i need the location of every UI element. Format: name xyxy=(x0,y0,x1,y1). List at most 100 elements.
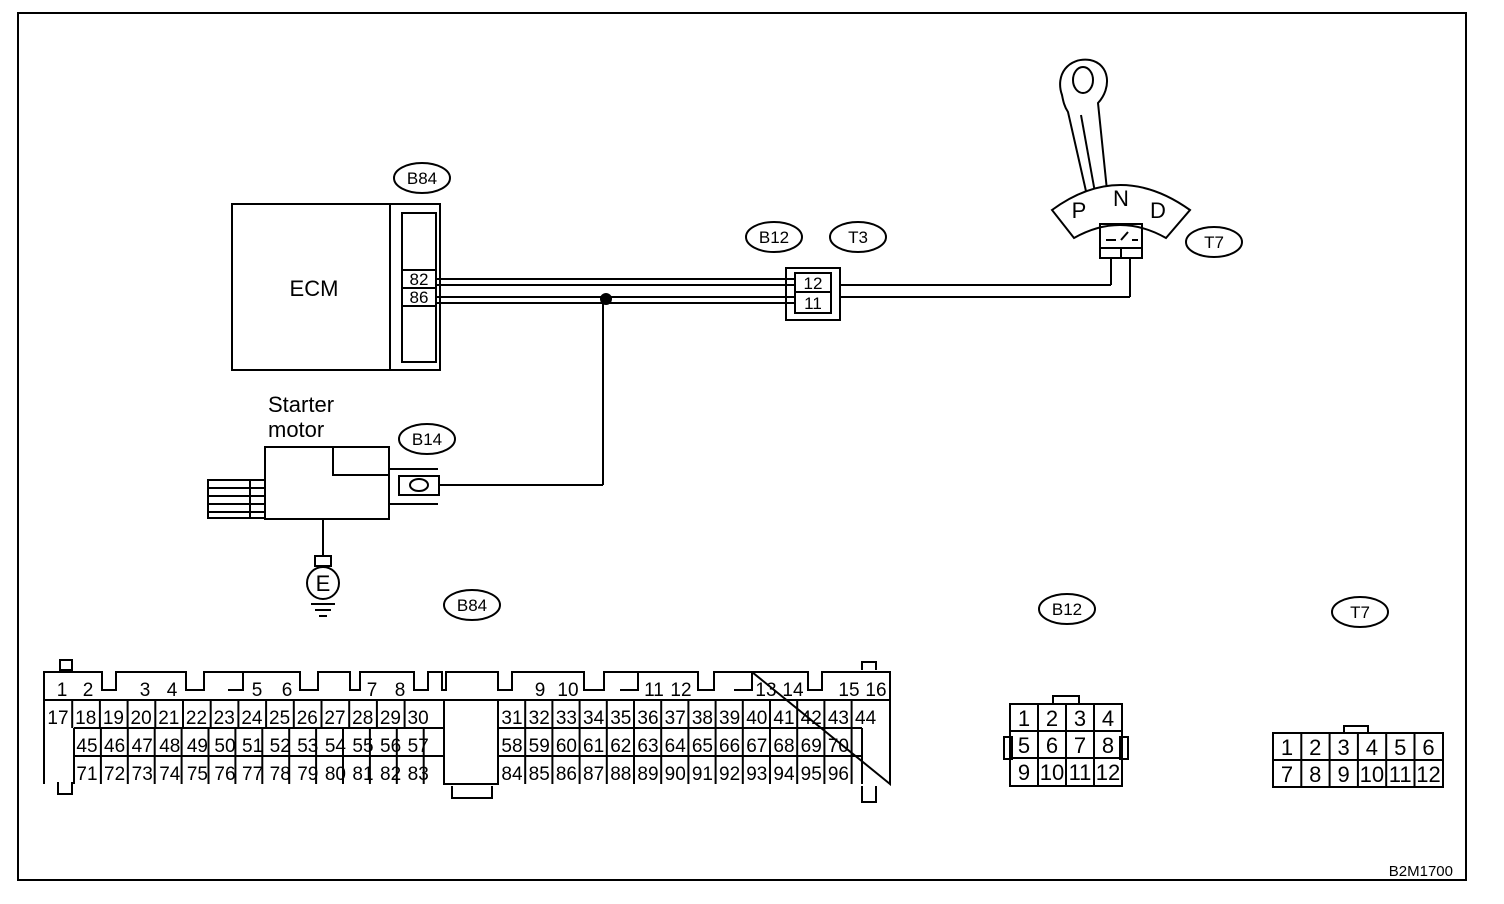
pin-number: 20 xyxy=(131,708,152,729)
pin-number: 4 xyxy=(1366,735,1378,760)
pin-number: 62 xyxy=(610,736,631,757)
pin-number: 28 xyxy=(352,708,373,729)
pin-number: 21 xyxy=(158,708,179,729)
pin-number: 57 xyxy=(408,736,429,757)
pin-number: 82 xyxy=(380,764,401,785)
pin-number: 1 xyxy=(57,680,68,701)
pin-number: 39 xyxy=(719,708,740,729)
t7-tag: T7 xyxy=(1185,226,1243,258)
ecm-unit: ECM 82 86 xyxy=(231,203,441,371)
pin-number: 6 xyxy=(282,680,293,701)
ecm-pin-86: 86 xyxy=(410,288,429,307)
pin-number: 45 xyxy=(76,736,97,757)
pin-number: 5 xyxy=(252,680,263,701)
pin-number: 5 xyxy=(1394,735,1406,760)
pin-number: 30 xyxy=(408,708,429,729)
pin-number: 73 xyxy=(132,764,153,785)
pin-number: 75 xyxy=(187,764,208,785)
pin-number: 40 xyxy=(746,708,767,729)
pin-number: 11 xyxy=(1389,762,1412,787)
pin-number: 11 xyxy=(1069,760,1092,785)
pin-number: 50 xyxy=(214,736,235,757)
pin-number: 92 xyxy=(719,764,740,785)
pin-number: 94 xyxy=(773,764,795,785)
pin-number: 12 xyxy=(1416,762,1440,787)
position-p: P xyxy=(1072,198,1087,223)
starter-label-line1: Starter xyxy=(268,392,334,417)
pin-number: 8 xyxy=(1309,762,1321,787)
pin-number: 18 xyxy=(75,708,96,729)
pin-number: 17 xyxy=(47,708,68,729)
pin-number: 3 xyxy=(1074,706,1086,731)
pin-number: 32 xyxy=(529,708,550,729)
pin-number: 80 xyxy=(325,764,346,785)
b14-tag: B14 xyxy=(398,423,456,455)
pin-number: 4 xyxy=(167,680,178,701)
svg-text:B84: B84 xyxy=(407,169,437,188)
b12-pin-11: 11 xyxy=(804,294,822,313)
diagram-frame xyxy=(17,12,1467,881)
pin-number: 86 xyxy=(556,764,577,785)
pin-number: 44 xyxy=(855,708,877,729)
pin-number: 66 xyxy=(719,736,740,757)
b12-tag: B12 xyxy=(745,221,803,253)
b12-face-tag: B12 xyxy=(1038,593,1096,625)
pin-number: 33 xyxy=(556,708,577,729)
pin-number: 38 xyxy=(692,708,713,729)
pin-number: 12 xyxy=(670,680,691,701)
pin-number: 2 xyxy=(1309,735,1321,760)
pin-number: 68 xyxy=(773,736,794,757)
pin-number: 9 xyxy=(1337,762,1349,787)
pin-number: 3 xyxy=(140,680,151,701)
pin-number: 79 xyxy=(297,764,318,785)
b84-connector-face xyxy=(43,659,891,803)
svg-text:T7: T7 xyxy=(1350,603,1370,622)
ground-label: E xyxy=(316,571,331,596)
pin-number: 9 xyxy=(535,680,546,701)
pin-number: 71 xyxy=(76,764,97,785)
pin-number: 49 xyxy=(187,736,208,757)
pin-number: 55 xyxy=(352,736,373,757)
pin-number: 43 xyxy=(828,708,849,729)
pin-number: 2 xyxy=(83,680,94,701)
t7-face-tag: T7 xyxy=(1331,596,1389,628)
pin-number: 91 xyxy=(692,764,713,785)
position-n: N xyxy=(1113,186,1129,211)
pin-number: 16 xyxy=(865,680,886,701)
svg-text:B84: B84 xyxy=(457,596,487,615)
pin-number: 23 xyxy=(214,708,235,729)
pin-number: 11 xyxy=(644,680,664,701)
pin-number: 74 xyxy=(159,764,181,785)
harness-wires xyxy=(436,258,1131,486)
pin-number: 14 xyxy=(782,680,804,701)
pin-number: 63 xyxy=(637,736,658,757)
pin-number: 19 xyxy=(103,708,124,729)
svg-text:B14: B14 xyxy=(412,430,442,449)
pin-number: 69 xyxy=(801,736,822,757)
pin-number: 90 xyxy=(665,764,686,785)
pin-number: 27 xyxy=(324,708,345,729)
pin-number: 15 xyxy=(838,680,859,701)
pin-number: 34 xyxy=(583,708,605,729)
ecm-label: ECM xyxy=(290,276,339,301)
pin-number: 5 xyxy=(1018,733,1030,758)
pin-number: 7 xyxy=(1281,762,1293,787)
pin-number: 35 xyxy=(610,708,631,729)
pin-number: 48 xyxy=(159,736,180,757)
pin-number: 6 xyxy=(1422,735,1434,760)
pin-number: 87 xyxy=(583,764,604,785)
pin-number: 7 xyxy=(367,680,378,701)
b12-t3-connector: 12 11 xyxy=(785,267,841,321)
pin-number: 81 xyxy=(352,764,373,785)
range-selector-arc: P N D xyxy=(1050,184,1192,240)
pin-number: 46 xyxy=(104,736,125,757)
pin-number: 42 xyxy=(801,708,822,729)
pin-number: 85 xyxy=(529,764,550,785)
pin-number: 83 xyxy=(408,764,429,785)
shift-lever-icon xyxy=(1059,58,1110,201)
position-d: D xyxy=(1150,198,1166,223)
pin-number: 8 xyxy=(1102,733,1114,758)
